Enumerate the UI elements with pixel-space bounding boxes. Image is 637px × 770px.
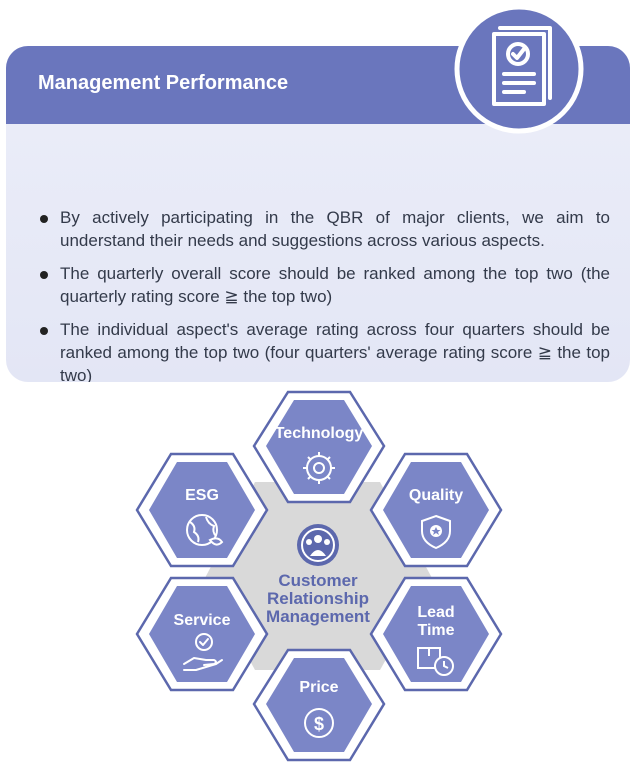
bullet-text: The individual aspect's average rating a… bbox=[60, 320, 610, 382]
hex-service: Service bbox=[135, 576, 269, 692]
bullet-item: The individual aspect's average rating a… bbox=[40, 318, 610, 382]
bullet-dot-icon bbox=[40, 271, 48, 279]
hex-label: ESG bbox=[185, 487, 219, 504]
box-clock-icon bbox=[417, 647, 454, 676]
hex-label: Service bbox=[174, 612, 231, 629]
center-label-line3: Management bbox=[266, 607, 370, 626]
bullet-text: By actively participating in the QBR of … bbox=[60, 208, 610, 250]
svg-text:$: $ bbox=[314, 714, 324, 734]
hex-label: Technology bbox=[275, 425, 364, 442]
hex-label-line2: Time bbox=[417, 622, 454, 639]
hex-price: Price $ bbox=[252, 648, 386, 762]
bullet-dot-icon bbox=[40, 215, 48, 223]
card-title: Management Performance bbox=[38, 72, 289, 94]
bullet-list: By actively participating in the QBR of … bbox=[40, 206, 610, 382]
hex-technology: Technology bbox=[252, 390, 386, 504]
hex-esg: ESG bbox=[135, 452, 269, 568]
hex-label: Price bbox=[299, 679, 338, 696]
crm-hex-diagram: Customer Relationship Management Technol… bbox=[135, 390, 503, 762]
shield-star-icon bbox=[421, 514, 451, 550]
bullet-dot-icon bbox=[40, 327, 48, 335]
hand-check-icon bbox=[183, 633, 223, 671]
hex-lead-time: Lead Time bbox=[369, 576, 503, 692]
customer-group-globe-icon bbox=[297, 524, 339, 566]
globe-leaf-icon bbox=[186, 514, 224, 546]
bullet-text: The quarterly overall score should be ra… bbox=[60, 264, 610, 306]
center-label-line1: Customer bbox=[278, 571, 358, 590]
bullet-item: The quarterly overall score should be ra… bbox=[40, 262, 610, 308]
hex-label: Lead bbox=[417, 604, 454, 621]
bullet-item: By actively participating in the QBR of … bbox=[40, 206, 610, 252]
center-label-line2: Relationship bbox=[267, 589, 369, 608]
document-check-icon bbox=[454, 4, 584, 134]
gear-icon bbox=[303, 452, 335, 484]
hex-label: Quality bbox=[409, 487, 463, 504]
dollar-coin-icon: $ bbox=[304, 708, 334, 738]
hex-quality: Quality bbox=[369, 452, 503, 568]
